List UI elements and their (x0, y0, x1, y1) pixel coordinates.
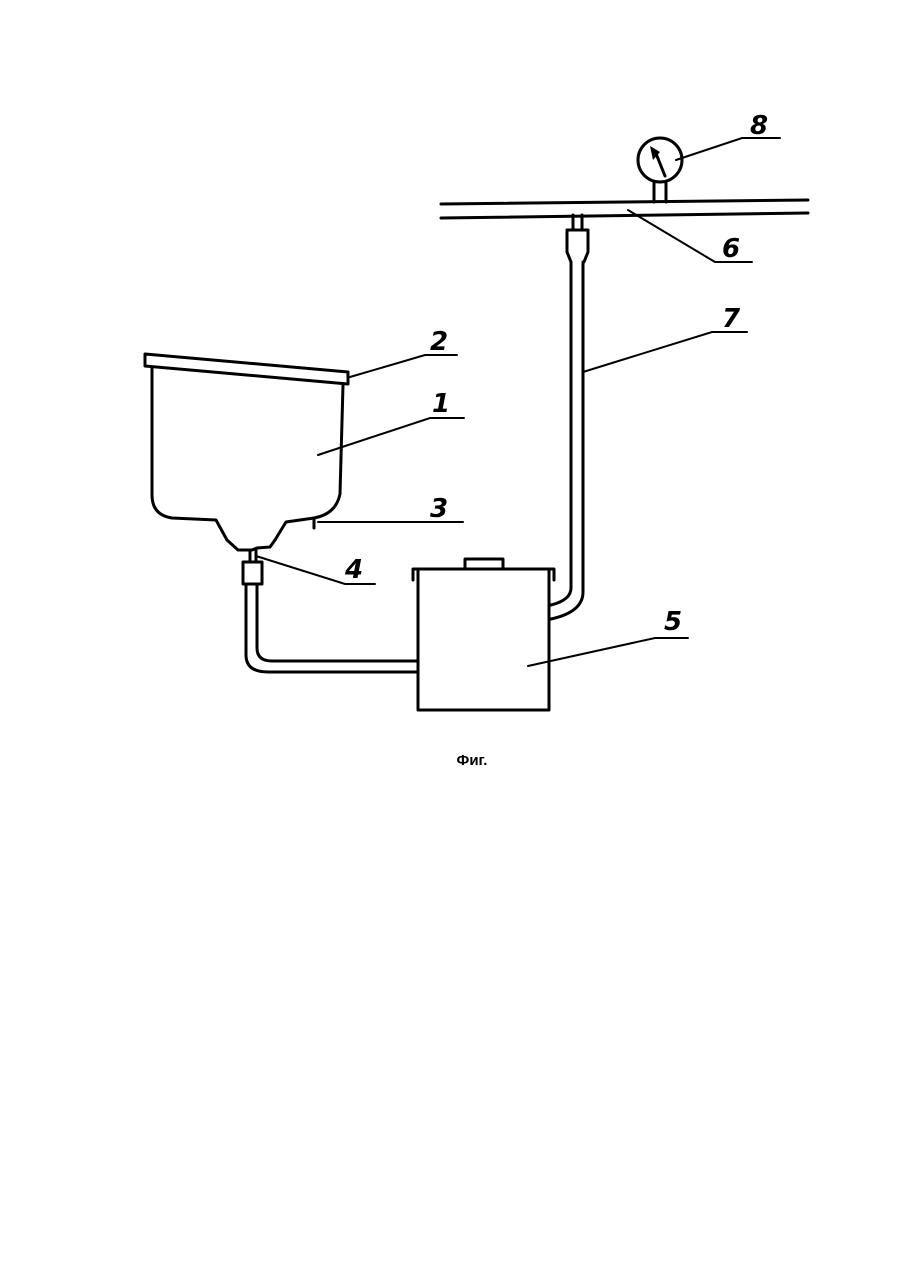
label-4: 4 (344, 555, 363, 585)
valve-body (243, 562, 262, 584)
label-5: 5 (664, 607, 682, 637)
figure-caption: Фиг. (0, 752, 900, 769)
pipeline-upper-wall (441, 200, 808, 204)
label-3: 3 (430, 494, 448, 524)
vessel-outlet-funnel (246, 540, 275, 550)
tube-inner (551, 262, 583, 619)
upper-tube (551, 215, 588, 619)
container-lid (413, 569, 554, 580)
label-2: 2 (430, 327, 448, 357)
label-8: 8 (750, 111, 768, 141)
label-1: 1 (432, 389, 450, 419)
label-6: 6 (722, 234, 740, 264)
lower-hose (243, 550, 418, 672)
leader-2 (350, 355, 457, 377)
vessel-lid (145, 354, 348, 384)
leader-8 (676, 138, 780, 160)
leader-7 (583, 332, 747, 372)
pressure-gauge (638, 138, 682, 202)
vessel (145, 354, 348, 550)
tube-connector (567, 230, 588, 262)
pipeline (441, 200, 808, 218)
container (413, 559, 554, 710)
label-7: 7 (722, 304, 741, 334)
leader-5 (528, 638, 688, 666)
container-body (418, 570, 549, 710)
lower-hose-outer (246, 584, 418, 672)
reference-numerals: 1 2 3 4 5 6 7 8 (344, 111, 768, 637)
lower-hose-inner (257, 584, 418, 661)
pipeline-lower-wall (441, 213, 808, 218)
gauge-stem (654, 183, 666, 202)
tube-outer (551, 262, 571, 605)
